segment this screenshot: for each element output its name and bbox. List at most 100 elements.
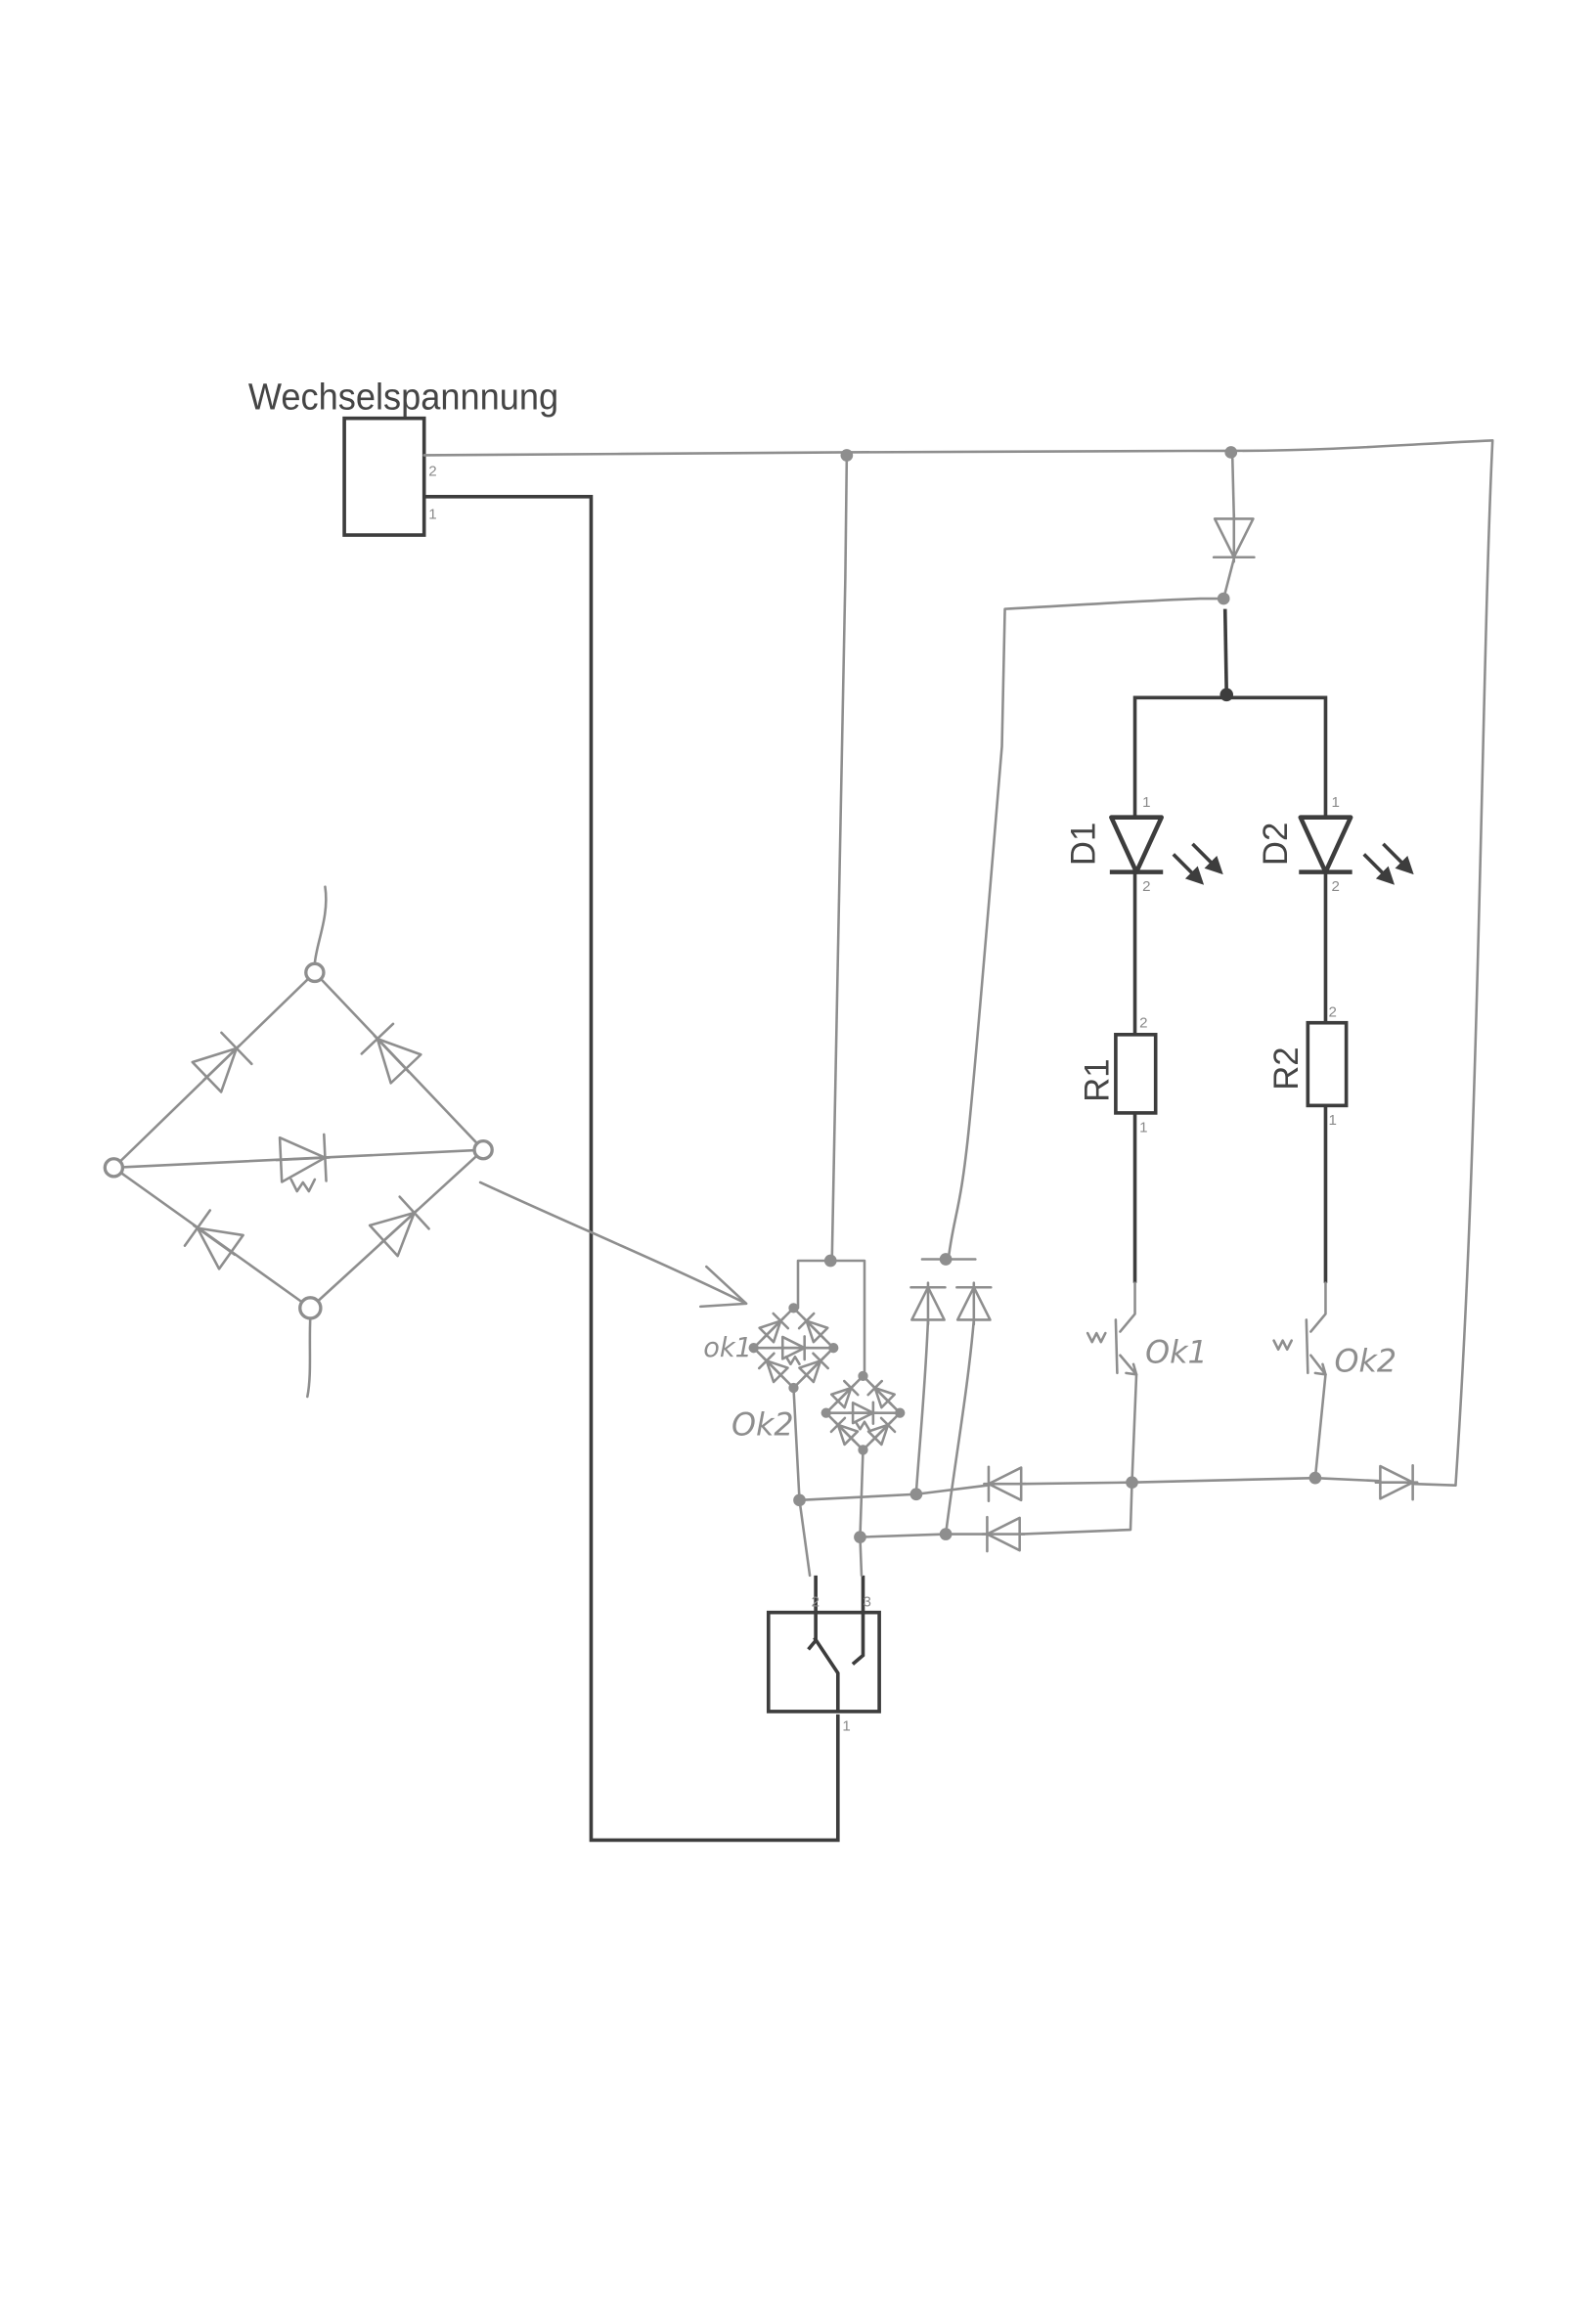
diode-lead xyxy=(201,1044,242,1082)
resistor-r1-pin-2: 2 xyxy=(1139,1014,1147,1031)
light-squiggle-icon xyxy=(1086,1331,1107,1344)
junction-dot xyxy=(823,1254,837,1268)
diode-symbol xyxy=(983,1465,1027,1502)
diode-symbol xyxy=(798,1352,829,1384)
junction-ring xyxy=(304,961,326,984)
diode-lead xyxy=(762,1316,785,1340)
led-d2-pin-2: 2 xyxy=(1332,878,1340,895)
junction-led-feed xyxy=(1219,688,1234,702)
resistor-r2-pin-1: 1 xyxy=(1328,1112,1336,1129)
diode-lead xyxy=(833,1420,856,1443)
bridge-rectifier-ok1 xyxy=(748,1303,839,1394)
wire-feedback xyxy=(947,597,1225,1258)
led-d1-pin-1: 1 xyxy=(1142,794,1150,811)
resistor-r1-label: R1 xyxy=(1079,1058,1116,1101)
junction-dot xyxy=(858,1370,868,1382)
diode-lead xyxy=(802,1356,825,1380)
resistor-r1-pin-1: 1 xyxy=(1139,1120,1147,1136)
junction-ring xyxy=(103,1157,125,1179)
phototransistor-ok2-collector xyxy=(1309,1281,1327,1333)
junction-dot xyxy=(1308,1471,1322,1485)
phototransistor-ok2-base xyxy=(1305,1318,1309,1375)
resistor-r2-body xyxy=(1306,1020,1349,1108)
diode-symbol xyxy=(1374,1463,1419,1501)
phototransistor-ok2-emitter xyxy=(1309,1354,1327,1376)
wire-diode-column-bottom xyxy=(1221,557,1236,601)
hand-drawn-sketch: Ok1 Ok2 ok1 Ok2 xyxy=(103,439,1494,1578)
diode-lead xyxy=(833,1383,856,1405)
junction-dot xyxy=(840,449,854,462)
diode-symbol xyxy=(1212,512,1256,563)
phototransistor-ok1-base xyxy=(1114,1318,1119,1375)
led-d1-emission-arrow xyxy=(1191,842,1223,875)
light-squiggle-icon xyxy=(289,1178,317,1193)
switch-box xyxy=(766,1610,881,1714)
junction-dot xyxy=(909,1488,923,1501)
junction-dot xyxy=(793,1493,806,1507)
led-d2-emission-arrow xyxy=(1362,853,1396,885)
wire-bridge-feed xyxy=(830,454,849,1261)
phototransistor-ok1-label: Ok1 xyxy=(1145,1335,1208,1370)
diode-symbol xyxy=(866,1416,897,1447)
led-d1-emission-arrow xyxy=(1172,853,1205,885)
led-d2-label: D2 xyxy=(1258,823,1295,866)
diode-symbol xyxy=(275,1133,332,1183)
wire-bridge-1-out xyxy=(792,1386,812,1578)
resistor-r2-pin-2: 2 xyxy=(1328,1004,1336,1021)
diode-symbol xyxy=(360,1022,422,1085)
diode-symbol xyxy=(191,1031,253,1093)
junction-dot xyxy=(1224,446,1238,459)
switch-pin-1: 1 xyxy=(842,1718,850,1735)
junction-dot xyxy=(939,1528,953,1540)
led-d2-pin-1: 1 xyxy=(1332,794,1340,811)
switch-pin-3: 3 xyxy=(863,1594,870,1611)
junction-dot xyxy=(748,1343,759,1354)
light-squiggle-icon xyxy=(854,1420,870,1431)
switch-lever xyxy=(813,1636,840,1712)
wire-diode-column-top xyxy=(1230,457,1236,519)
source-pin-2: 2 xyxy=(428,464,436,480)
junction-dot xyxy=(1217,592,1230,605)
phototransistor-ok2 xyxy=(1272,1281,1327,1480)
led-d1-label: D1 xyxy=(1066,823,1103,866)
diode-symbol xyxy=(909,1281,947,1326)
led-d2: D2 1 2 xyxy=(1258,794,1414,895)
phototransistor-ok1 xyxy=(1086,1281,1138,1484)
bridge-rectifier-ok2 xyxy=(820,1370,906,1455)
source-pin-1: 1 xyxy=(428,506,436,522)
ac-source-box xyxy=(342,416,426,537)
junction-dot xyxy=(788,1382,799,1394)
phototransistor-ok1-emitter xyxy=(1119,1354,1138,1376)
diode-symbol xyxy=(776,1335,811,1361)
bridge-2-label: Ok2 xyxy=(732,1407,794,1443)
junction-dot xyxy=(828,1343,839,1354)
switch: 2 3 1 xyxy=(766,1575,881,1735)
phototransistor-ok2-lead xyxy=(1313,1373,1327,1480)
wire-top-rail xyxy=(422,439,1494,457)
wire-diode-pair-right xyxy=(944,1318,976,1536)
wire-led-bus xyxy=(1132,695,1328,818)
junction-dot xyxy=(1126,1476,1138,1490)
led-d2-emission-arrow xyxy=(1382,842,1414,875)
resistor-r2: R2 2 1 xyxy=(1268,1004,1349,1129)
diode-lead xyxy=(870,1383,893,1405)
light-squiggle-icon xyxy=(1272,1339,1293,1351)
diode-symbol xyxy=(829,1379,860,1409)
light-squiggle-icon xyxy=(784,1355,801,1366)
junction-dot xyxy=(939,1253,953,1266)
diode-symbol xyxy=(183,1209,244,1270)
junction-ring xyxy=(472,1138,494,1161)
large-bridge-top-lead xyxy=(313,885,328,965)
resistor-r1: R1 2 1 xyxy=(1079,1014,1158,1136)
resistor-r1-body xyxy=(1114,1033,1158,1115)
resistor-r2-label: R2 xyxy=(1268,1047,1306,1090)
diode-lead xyxy=(762,1356,785,1380)
bridge-1-label: ok1 xyxy=(703,1333,752,1363)
diode-symbol xyxy=(847,1401,879,1425)
diode-lead xyxy=(378,1208,420,1245)
diode-lead xyxy=(870,1420,893,1443)
led-d1-triangle xyxy=(1109,815,1164,874)
junction-dot xyxy=(820,1407,831,1418)
wire-diode-pair-left xyxy=(914,1318,930,1494)
